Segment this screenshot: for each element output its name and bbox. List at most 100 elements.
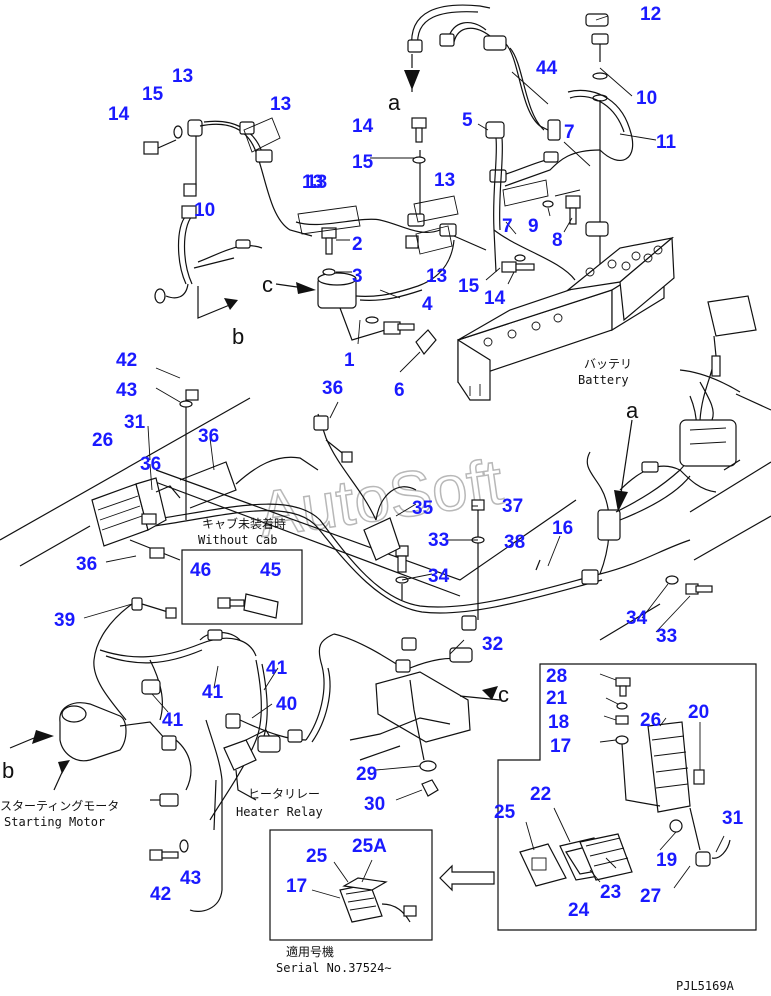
- without-cab-label-jp: キャブ未装着時: [202, 516, 286, 531]
- ref-b-left: b: [2, 758, 14, 783]
- part-number-label: 32: [482, 634, 503, 655]
- part-number-label: 13: [172, 66, 193, 87]
- top-cable-bundle: [404, 4, 561, 141]
- ref-c-top: c: [262, 272, 273, 297]
- part-number-label: 21: [546, 688, 568, 709]
- part-number-label: 3: [352, 266, 363, 287]
- part-number-label: 43: [180, 868, 201, 889]
- part-number-label: 13: [426, 266, 447, 287]
- part-number-label: 35: [412, 498, 434, 519]
- heater-relay: [189, 729, 281, 912]
- battery-label-en: Battery: [578, 373, 629, 387]
- part-number-label: 7: [564, 122, 575, 143]
- battery-assembly: [457, 236, 675, 401]
- part-number-label: 16: [552, 518, 573, 539]
- part-number-label: 25A: [352, 836, 387, 857]
- part-number-label: 5: [462, 110, 473, 131]
- part-number-label: 36: [322, 378, 343, 399]
- drawing-code: PJL5169A: [676, 979, 735, 993]
- part-number-label: 13: [270, 94, 291, 115]
- ref-c-bottom: c: [498, 682, 509, 707]
- lamp-detail-box: [497, 663, 757, 931]
- part-number-label: 36: [198, 426, 219, 447]
- bolt-group-33: [395, 499, 713, 620]
- part-number-label: 15: [352, 152, 374, 173]
- part-number-label: 28: [546, 666, 567, 687]
- part-number-label: 40: [276, 694, 297, 715]
- part-number-label: 13: [434, 170, 455, 191]
- part-number-label: 23: [600, 882, 621, 903]
- part-number-label: 33: [656, 626, 677, 647]
- part-number-label: 41: [266, 658, 288, 679]
- part-number-label: 42: [150, 884, 171, 905]
- part-number-label: 45: [260, 560, 282, 581]
- starting-motor-label-en: Starting Motor: [4, 815, 105, 829]
- part-number-label: 14: [484, 288, 506, 309]
- part-number-label: 37: [502, 496, 523, 517]
- component-35: [313, 413, 417, 561]
- part-number-label: 25: [306, 846, 328, 867]
- component-32: [349, 671, 501, 797]
- part-number-label: 26: [640, 710, 661, 731]
- part-number-label: 2: [352, 234, 363, 255]
- part-number-label: 42: [116, 350, 137, 371]
- part-number-label: 38: [504, 532, 525, 553]
- part-number-label: 15: [458, 276, 480, 297]
- right-harness: [679, 369, 771, 471]
- heater-relay-label-jp: ヒータリレー: [248, 787, 320, 801]
- part-number-label: 39: [54, 610, 75, 631]
- starting-motor-label-jp: スターティングモータ: [0, 799, 119, 813]
- part-number-label: 36: [140, 454, 161, 475]
- part-number-label: 44: [536, 58, 558, 79]
- bolt-8: [542, 195, 581, 225]
- part-number-label: 22: [530, 784, 551, 805]
- part-number-label: 34: [626, 608, 648, 629]
- part-number-label: 13: [306, 172, 327, 193]
- reference-letters: a a b b c c: [2, 90, 639, 783]
- part-number-label: 36: [76, 554, 97, 575]
- leader-lines: [83, 15, 725, 899]
- ref-a-right: a: [626, 398, 639, 423]
- part-number-label: 11: [656, 132, 677, 153]
- relay-assembly: [295, 117, 535, 355]
- part-number-label: 25: [494, 802, 516, 823]
- serial-label-en: Serial No.37524∼: [276, 961, 392, 975]
- part-number-label: 10: [636, 88, 657, 109]
- part-number-label: 46: [190, 560, 211, 581]
- part-number-label: 4: [422, 294, 433, 315]
- part-number-label: 43: [116, 380, 137, 401]
- arrow-a-right: [614, 419, 633, 512]
- part-number-label: 29: [356, 764, 377, 785]
- label-13-boxes: [243, 117, 581, 255]
- part-number-label: 19: [656, 850, 677, 871]
- battery-label-jp: バッテリ: [584, 357, 632, 371]
- part-number-label: 12: [640, 4, 661, 25]
- lower-left-harness: [93, 597, 473, 821]
- without-cab-label-en: Without Cab: [198, 533, 277, 547]
- part-number-label: 31: [722, 808, 744, 829]
- part-number-label: 33: [428, 530, 449, 551]
- part-number-label: 13: [302, 172, 323, 193]
- part-number-label: 17: [286, 876, 307, 897]
- battery-cable: [489, 13, 634, 290]
- left-lamp-26: [91, 389, 319, 561]
- part-number-label: 27: [640, 886, 661, 907]
- cable-5: [485, 121, 576, 281]
- ref-b-top: b: [232, 324, 244, 349]
- main-harness-16: [149, 295, 757, 651]
- ref-a-top: a: [388, 90, 401, 115]
- part-number-label: 14: [108, 104, 130, 125]
- starting-motor: [9, 702, 192, 807]
- part-number-label: 7: [502, 216, 513, 237]
- part-number-label: 34: [428, 566, 450, 587]
- callout-texts: バッテリ Battery キャブ未装着時 Without Cab スターティング…: [0, 357, 735, 993]
- left-cable-10: [143, 119, 313, 319]
- part-number-label: 26: [92, 430, 113, 451]
- part-number-label: 41: [162, 710, 184, 731]
- part-number-label: 18: [548, 712, 569, 733]
- part-number-label: 31: [124, 412, 146, 433]
- serial-box: [269, 829, 495, 941]
- part-number-label: 6: [394, 380, 405, 401]
